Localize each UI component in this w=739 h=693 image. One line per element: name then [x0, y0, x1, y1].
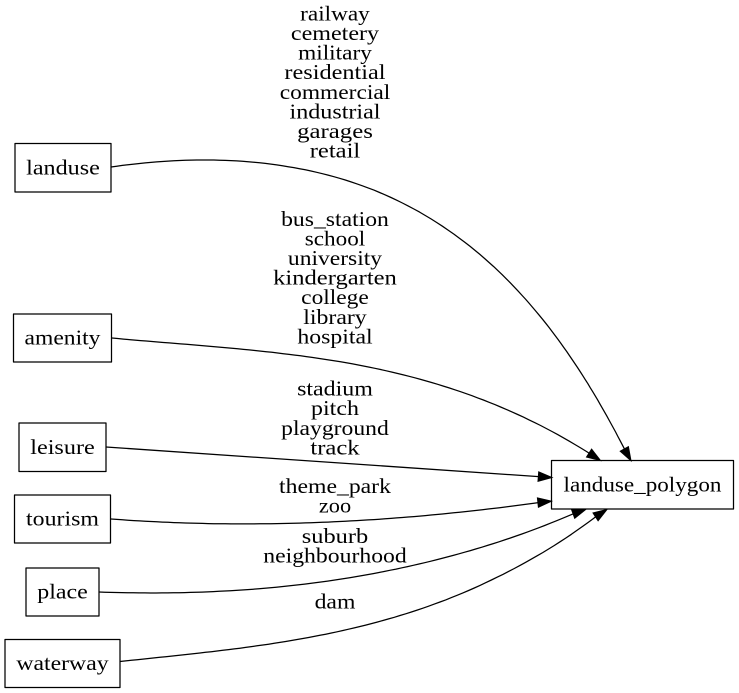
- svg-text:hospital: hospital: [297, 324, 372, 348]
- svg-text:landuse: landuse: [26, 155, 100, 179]
- svg-text:university: university: [288, 246, 382, 270]
- svg-text:stadium: stadium: [297, 377, 373, 401]
- svg-text:pitch: pitch: [311, 396, 359, 420]
- svg-text:neighbourhood: neighbourhood: [263, 544, 407, 568]
- svg-text:school: school: [305, 226, 366, 250]
- svg-text:retail: retail: [310, 139, 361, 163]
- svg-text:theme_park: theme_park: [279, 474, 391, 498]
- svg-text:industrial: industrial: [290, 99, 381, 123]
- svg-text:tourism: tourism: [26, 507, 99, 531]
- svg-text:leisure: leisure: [30, 435, 95, 459]
- svg-text:playground: playground: [281, 416, 389, 440]
- svg-text:place: place: [37, 580, 88, 604]
- svg-text:dam: dam: [315, 589, 356, 613]
- svg-text:suburb: suburb: [302, 524, 368, 548]
- svg-text:cemetery: cemetery: [291, 21, 379, 45]
- svg-text:amenity: amenity: [25, 326, 101, 350]
- svg-text:bus_station: bus_station: [281, 207, 389, 231]
- svg-text:kindergarten: kindergarten: [273, 266, 397, 290]
- svg-text:residential: residential: [284, 60, 385, 84]
- svg-text:waterway: waterway: [16, 651, 108, 675]
- svg-text:garages: garages: [297, 119, 373, 143]
- svg-text:railway: railway: [300, 1, 370, 25]
- svg-text:commercial: commercial: [280, 80, 391, 104]
- svg-text:zoo: zoo: [319, 494, 351, 518]
- svg-text:library: library: [303, 305, 367, 329]
- svg-text:military: military: [298, 41, 372, 65]
- svg-text:track: track: [310, 435, 360, 459]
- svg-text:landuse_polygon: landuse_polygon: [564, 472, 722, 496]
- svg-text:college: college: [301, 285, 369, 309]
